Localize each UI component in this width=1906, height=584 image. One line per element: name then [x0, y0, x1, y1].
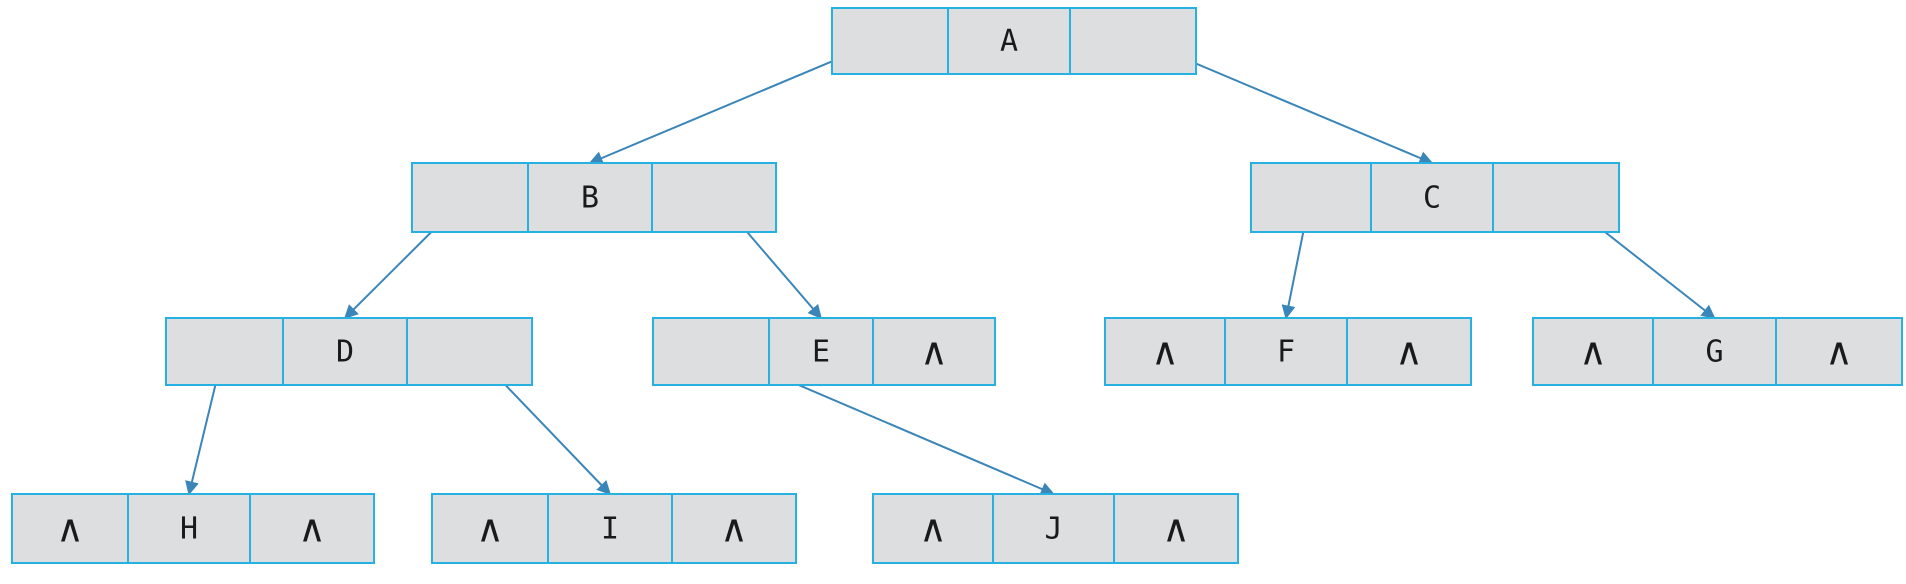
right-pointer-cell: [1775, 317, 1903, 386]
left-pointer-cell: [165, 317, 284, 386]
null-pointer-symbol: ∧: [1579, 330, 1607, 374]
null-pointer-symbol: ∧: [1162, 507, 1190, 551]
data-cell: [547, 493, 673, 564]
tree-node-e: E∧: [652, 317, 996, 386]
left-pointer-cell: [831, 7, 949, 75]
node-label: G: [1705, 335, 1723, 370]
null-pointer-symbol: ∧: [298, 507, 326, 551]
right-pointer-cell: [1346, 317, 1472, 386]
left-pointer-cell: [1532, 317, 1654, 386]
null-pointer-symbol: ∧: [56, 507, 84, 551]
tree-node-a: A: [831, 7, 1197, 75]
right-pointer-cell: [651, 162, 777, 233]
node-label: B: [581, 181, 599, 216]
node-label: D: [336, 335, 354, 370]
tree-node-c: C: [1250, 162, 1620, 233]
node-label: J: [1044, 512, 1062, 547]
data-cell: [527, 162, 653, 233]
right-pointer-cell: [1492, 162, 1620, 233]
null-pointer-symbol: ∧: [720, 507, 748, 551]
node-label: A: [1000, 24, 1018, 59]
data-cell: [768, 317, 874, 386]
tree-node-g: ∧ G ∧: [1532, 317, 1903, 386]
right-pointer-cell: [249, 493, 375, 564]
left-pointer-cell: [431, 493, 549, 564]
node-label: E: [812, 335, 830, 370]
tree-node-f: ∧ F ∧: [1104, 317, 1472, 386]
node-label: I: [601, 512, 619, 547]
tree-node-h: ∧ H ∧: [11, 493, 375, 564]
left-pointer-cell: [411, 162, 529, 233]
node-label: F: [1277, 335, 1295, 370]
tree-node-d: D: [165, 317, 533, 386]
right-pointer-cell: [1069, 7, 1197, 75]
right-pointer-cell: [406, 317, 533, 386]
null-pointer-symbol: ∧: [1395, 330, 1423, 374]
left-pointer-cell: [11, 493, 129, 564]
null-pointer-symbol: ∧: [920, 330, 948, 374]
left-pointer-cell: [1250, 162, 1372, 233]
null-pointer-symbol: ∧: [1151, 330, 1179, 374]
tree-node-j: ∧ J ∧: [872, 493, 1239, 564]
null-pointer-symbol: ∧: [1825, 330, 1853, 374]
data-cell: [1652, 317, 1777, 386]
left-pointer-cell: [652, 317, 770, 386]
left-pointer-cell: [1104, 317, 1226, 386]
right-pointer-cell: [872, 317, 996, 386]
right-pointer-cell: [1113, 493, 1239, 564]
node-label: C: [1423, 181, 1441, 216]
edges-layer: [185, 36, 1716, 496]
right-pointer-cell: [671, 493, 797, 564]
tree-node-i: ∧ I ∧: [431, 493, 797, 564]
left-pointer-cell: [872, 493, 994, 564]
data-cell: [282, 317, 408, 386]
data-cell: [1224, 317, 1348, 386]
data-cell: [1370, 162, 1494, 233]
null-pointer-symbol: ∧: [476, 507, 504, 551]
tree-node-b: B: [411, 162, 777, 233]
null-pointer-symbol: ∧: [919, 507, 947, 551]
node-label: H: [180, 512, 198, 547]
